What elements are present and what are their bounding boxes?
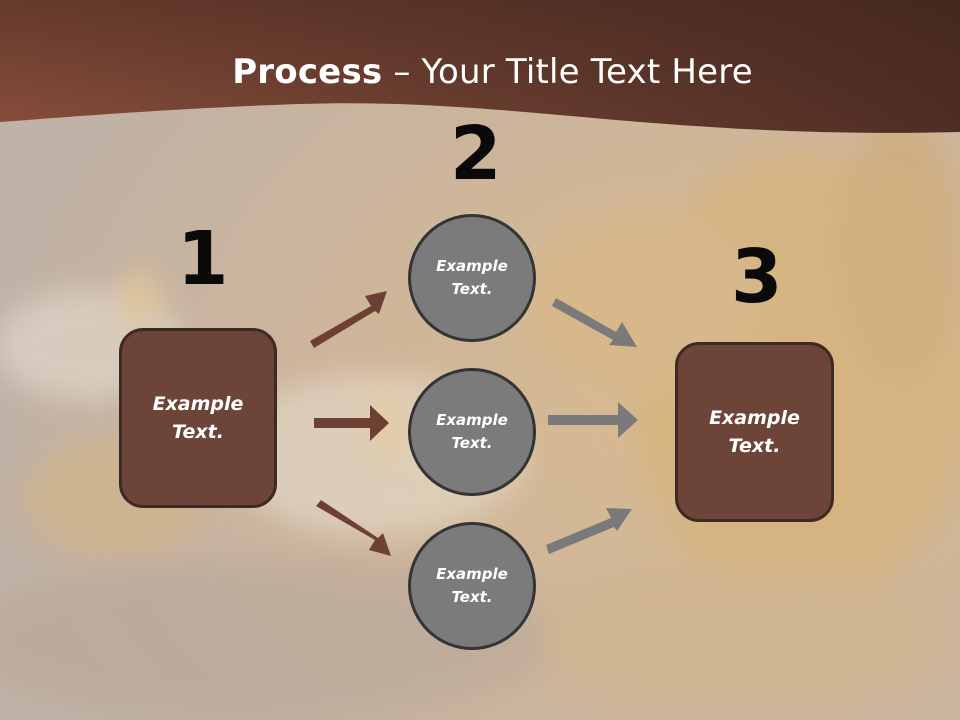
step-number-1: 1 [177,216,229,302]
step-number-2: 2 [450,111,502,197]
step-1-box: Example Text. [119,328,277,508]
step-3-box: Example Text. [675,342,834,522]
circle-top-text: Example Text. [436,256,508,298]
circle-middle: Example Text. [408,368,536,496]
circle-middle-text: Example Text. [436,410,508,452]
circle-bottom: Example Text. [408,522,536,650]
step-number-3: 3 [731,234,783,320]
circle-bottom-text: Example Text. [436,564,508,606]
circle-top: Example Text. [408,214,536,342]
title-rest: – Your Title Text Here [382,52,753,92]
step-1-text: Example Text. [152,392,244,444]
slide-title: Process – Your Title Text Here [0,52,960,92]
step-3-text: Example Text. [709,406,800,458]
title-bold: Process [232,52,383,92]
